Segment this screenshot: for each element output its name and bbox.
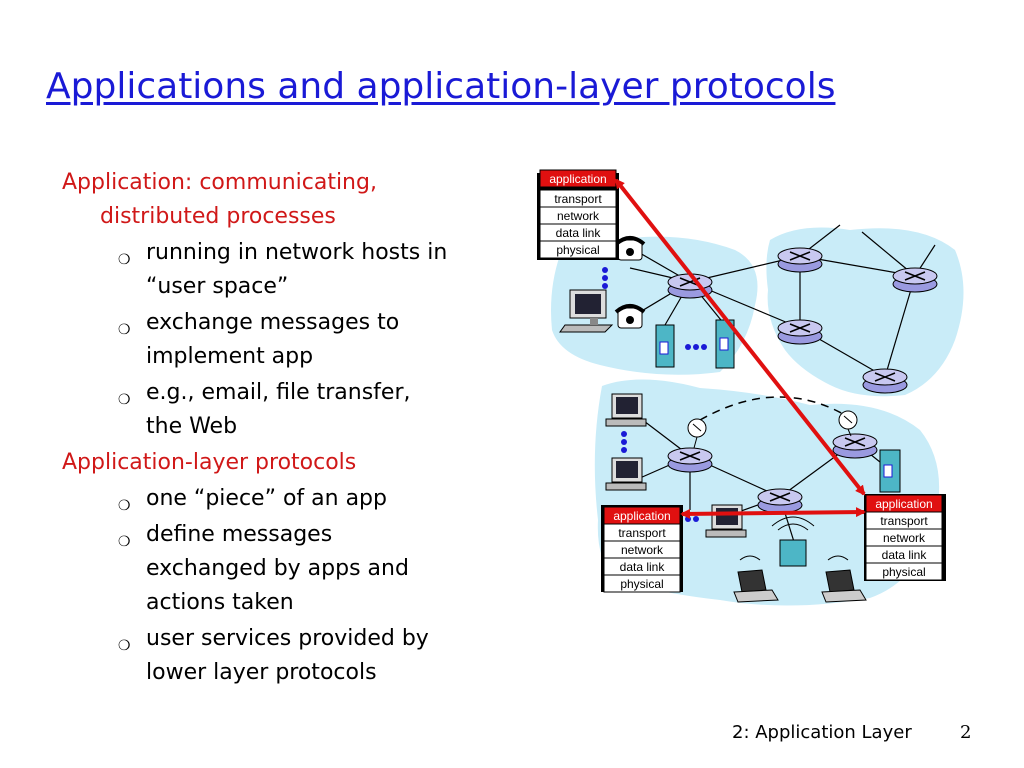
router-icon <box>892 267 938 293</box>
bullet-line: e.g., email, file transfer, <box>146 380 411 405</box>
router-icon <box>777 319 823 345</box>
bullet-item: ❍ one “piece” of an app <box>118 482 522 516</box>
phone-icon <box>614 304 646 329</box>
heading-line: Application: communicating, <box>62 170 377 195</box>
bullet-item: ❍ user services provided by lower layer … <box>118 622 522 690</box>
protocol-stack: application transport network data link … <box>601 505 683 593</box>
router-icon <box>862 368 908 394</box>
protocol-stack: application transport network data link … <box>864 494 946 581</box>
bullet-line: one “piece” of an app <box>146 486 387 511</box>
layer-transport: transport <box>618 526 666 540</box>
page-number: 2 <box>960 722 972 743</box>
ellipsis-icon <box>685 344 707 350</box>
layer-data-link: data link <box>556 226 602 240</box>
bullet-item: ❍ running in network hosts in “user spac… <box>118 236 522 304</box>
layer-network: network <box>883 531 926 545</box>
bullet-marker-icon: ❍ <box>118 534 131 550</box>
layer-transport: transport <box>880 514 928 528</box>
bullet-line: lower layer protocols <box>146 660 377 685</box>
application-arrow <box>680 507 866 519</box>
server-icon <box>655 324 675 368</box>
ellipsis-icon <box>602 267 608 289</box>
desktop-computer-icon <box>559 289 614 333</box>
layer-application: application <box>875 497 932 511</box>
layer-data-link: data link <box>620 560 666 574</box>
phone-icon <box>614 236 646 261</box>
desktop-computer-icon <box>605 457 647 491</box>
footer-text: 2: Application Layer <box>732 722 912 743</box>
access-point-icon <box>771 516 815 567</box>
bullet-marker-icon: ❍ <box>118 252 131 268</box>
desktop-computer-icon <box>705 504 747 538</box>
section-heading-protocols: Application-layer protocols <box>62 446 522 480</box>
layer-physical: physical <box>620 577 663 591</box>
router-icon <box>832 433 878 459</box>
layer-data-link: data link <box>882 548 928 562</box>
layer-network: network <box>557 209 600 223</box>
bullet-marker-icon: ❍ <box>118 498 131 514</box>
bullet-item: ❍ e.g., email, file transfer, the Web <box>118 376 522 444</box>
layer-application: application <box>613 509 670 523</box>
router-icon <box>667 447 713 473</box>
heading-line: distributed processes <box>100 204 336 229</box>
bullet-marker-icon: ❍ <box>118 392 131 408</box>
bullet-marker-icon: ❍ <box>118 322 131 338</box>
bullet-item: ❍ define messages exchanged by apps and … <box>118 518 522 620</box>
bullet-line: running in network hosts in <box>146 240 448 265</box>
router-icon <box>777 247 823 273</box>
bullet-line: actions taken <box>146 590 294 615</box>
bullet-line: implement app <box>146 344 314 369</box>
desktop-computer-icon <box>605 393 647 427</box>
bullet-line: the Web <box>146 414 238 439</box>
bullet-marker-icon: ❍ <box>118 638 131 654</box>
network-diagram: application transport network data link … <box>537 169 964 606</box>
bullet-line: “user space” <box>146 274 289 299</box>
layer-application: application <box>549 172 606 186</box>
server-icon <box>879 449 901 493</box>
layer-physical: physical <box>882 565 925 579</box>
application-arrow <box>614 178 866 496</box>
heading-line: Application-layer protocols <box>62 450 357 475</box>
protocol-stack: application transport network data link … <box>537 169 619 260</box>
layer-network: network <box>621 543 664 557</box>
bullet-line: exchanged by apps and <box>146 556 409 581</box>
section-heading-application: Application: communicating, distributed … <box>62 166 522 234</box>
layer-transport: transport <box>554 192 602 206</box>
bullet-item: ❍ exchange messages to implement app <box>118 306 522 374</box>
router-icon <box>757 488 803 514</box>
bullet-line: user services provided by <box>146 626 429 651</box>
bullet-line: define messages <box>146 522 333 547</box>
laptop-icon <box>821 555 867 603</box>
bullet-line: exchange messages to <box>146 310 400 335</box>
layer-physical: physical <box>556 243 599 257</box>
laptop-icon <box>733 555 779 603</box>
slide-title: Applications and application-layer proto… <box>46 66 836 107</box>
slide-content: Application: communicating, distributed … <box>62 166 522 690</box>
ellipsis-icon <box>621 431 627 453</box>
link <box>884 275 916 378</box>
